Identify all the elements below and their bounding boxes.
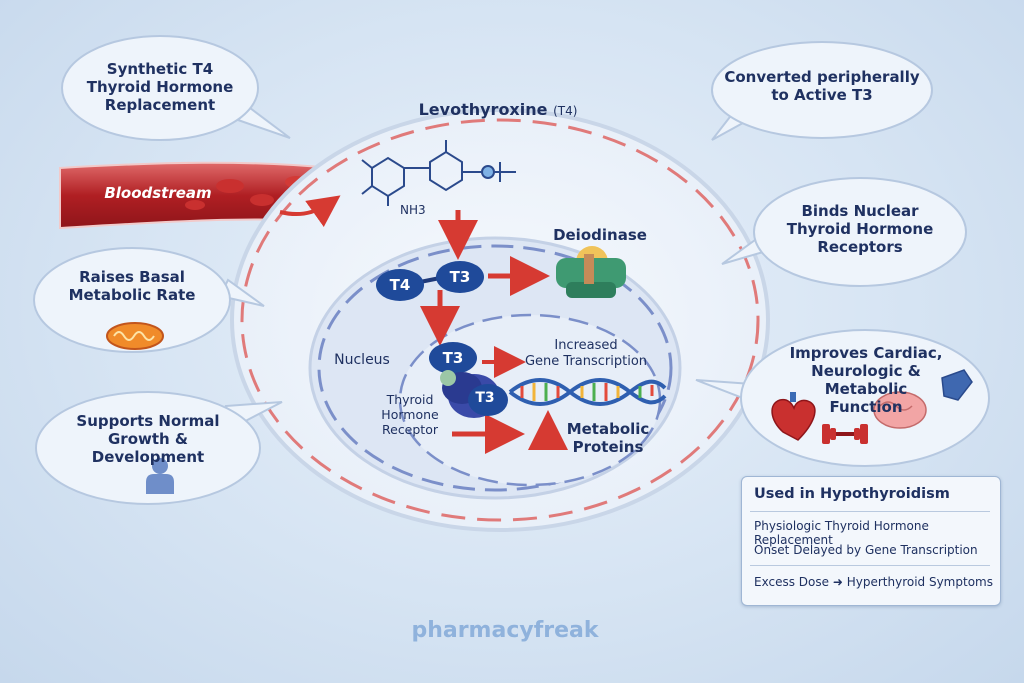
nh3-label: NH3 [400,203,426,217]
bloodstream-label: Bloodstream [104,184,212,202]
t3-receptor-label: T3 [475,390,495,406]
drug-title: Levothyroxine (T4) [418,100,578,119]
info-panel-line3: Excess Dose ➜ Hyperthyroid Symptoms [754,575,993,589]
levothyroxine-molecule [361,140,516,206]
t3-molecule [436,261,484,293]
t3-label: T3 [449,268,471,286]
info-panel: Used in Hypothyroidism Physiologic Thyro… [741,476,1001,606]
t3-nuclear-molecule [429,342,477,374]
brain-icon [873,391,927,429]
bubble-synthetic [61,35,291,141]
info-panel-line2: Onset Delayed by Gene Transcription [754,543,978,557]
person-icon [146,458,174,494]
mitochondrion-icon [106,322,164,350]
bubble-supports [35,391,283,505]
deiodinase-label: Deiodinase [553,226,647,244]
heart-icon [771,392,816,441]
bubble-converted [711,41,933,141]
nucleus-label: Nucleus [334,352,390,368]
muscle-arm-icon [941,369,973,401]
t4-molecule [376,269,424,301]
enzyme-icon [556,246,626,298]
watermark: pharmacyfreak [411,618,599,643]
bubble-raises [33,247,265,353]
t3-nuclear-label: T3 [442,349,464,367]
dumbbell-icon [822,424,868,444]
t4-label: T4 [389,276,411,294]
bubble-binds [721,177,967,287]
dna-icon [508,378,667,406]
info-panel-title: Used in Hypothyroidism [754,486,950,502]
info-panel-line1: Physiologic Thyroid Hormone Replacement [754,519,929,547]
receptor-protein-icon [440,370,508,418]
